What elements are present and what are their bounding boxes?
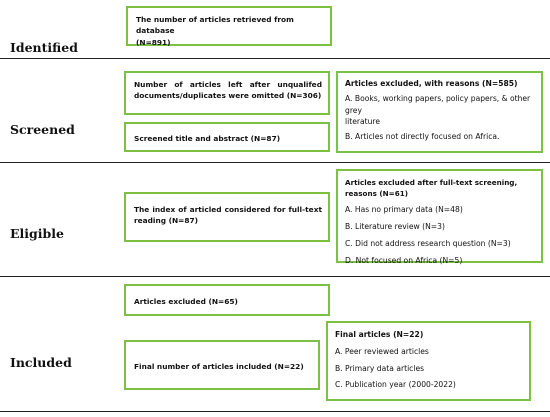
- final-articles-title: Final articles (N=22): [335, 330, 424, 339]
- excluded-fulltext-item-b: B. Literature review (N=3): [345, 222, 445, 232]
- divider-included: [0, 411, 550, 412]
- excluded-fulltext-item-d: D. Not focused on Africa (N=5): [345, 255, 463, 265]
- fulltext-index-line2: reading (N=87): [134, 216, 199, 226]
- divider-eligible: [0, 276, 550, 277]
- final-articles-item-c: C. Publication year (2000-2022): [335, 380, 456, 390]
- excluded-fulltext-item-c: C. Did not address research question (N=…: [345, 238, 511, 248]
- box-final-articles: Final articles (N=22) A. Peer reviewed a…: [326, 321, 531, 401]
- articles-excluded-text: Articles excluded (N=65): [134, 297, 238, 306]
- excluded-fulltext-title: Articles excluded after full-text screen…: [345, 178, 518, 199]
- excluded-fulltext-item-a: A. Has no primary data (N=48): [345, 205, 463, 215]
- retrieved-line1: The number of articles retrieved from da…: [136, 15, 294, 36]
- stage-label-identified: Identified: [10, 40, 78, 55]
- final-included-text: Final number of articles included (N=22): [134, 362, 304, 371]
- box-excluded-with-reasons: Articles excluded, with reasons (N=585) …: [336, 71, 543, 153]
- left-after-line1: Number of articles left after unqualifed: [134, 80, 322, 89]
- stage-label-included: Included: [10, 355, 72, 370]
- box-excluded-fulltext: Articles excluded after full-text screen…: [336, 169, 543, 265]
- final-articles-item-a: A. Peer reviewed articles: [335, 346, 429, 356]
- box-articles-retrieved: The number of articles retrieved from da…: [126, 6, 332, 47]
- box-fulltext-index: The index of articled considered for ful…: [124, 192, 330, 242]
- stage-label-screened: Screened: [10, 122, 75, 137]
- excluded-reasons-item-a: A. Books, working papers, policy papers,…: [345, 93, 531, 115]
- retrieved-line2: (N=891): [136, 37, 171, 47]
- box-articles-left: Number of articles left after unqualifed…: [124, 71, 330, 115]
- final-articles-item-b: B. Primary data articles: [335, 363, 425, 373]
- excluded-reasons-item-b: B. Articles not directly focused on Afri…: [345, 132, 500, 142]
- excluded-reasons-title: Articles excluded, with reasons (N=585): [345, 79, 518, 88]
- divider-screened: [0, 162, 550, 163]
- screened-title-text: Screened title and abstract (N=87): [134, 134, 281, 143]
- box-screened-title-abstract: Screened title and abstract (N=87): [124, 122, 330, 152]
- box-articles-excluded: Articles excluded (N=65): [124, 284, 330, 316]
- box-final-included: Final number of articles included (N=22): [124, 340, 320, 390]
- stage-label-eligible: Eligible: [10, 226, 64, 241]
- divider-identified: [0, 58, 550, 59]
- left-after-line2: documents/duplicates were omitted (N=306…: [134, 91, 322, 101]
- fulltext-index-line1: The index of articled considered for ful…: [134, 205, 322, 214]
- excluded-reasons-item-a-cont: literature: [345, 117, 381, 127]
